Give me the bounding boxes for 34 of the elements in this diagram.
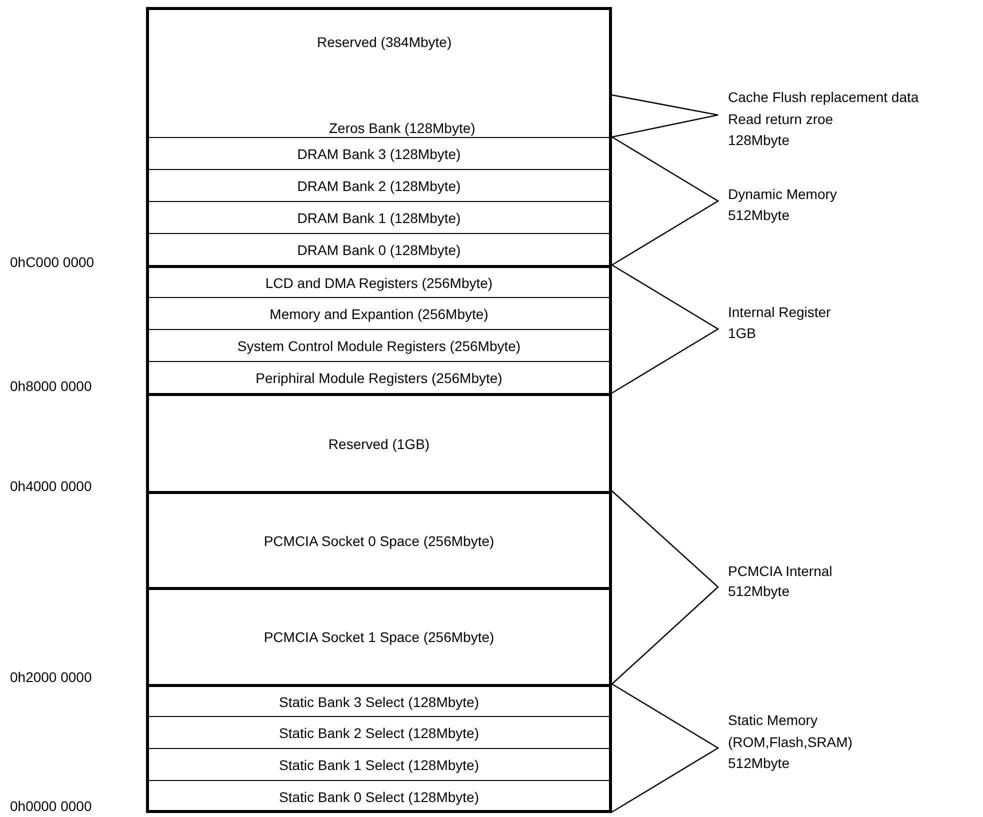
bracket-label: Internal Register xyxy=(728,303,831,321)
region-label: Periphiral Module Registers (256Mbyte) xyxy=(256,370,502,386)
address-label: 0hC000 0000 xyxy=(10,253,94,271)
bracket-label: Cache Flush replacement data xyxy=(728,88,919,106)
address-label: 0h8000 0000 xyxy=(10,377,92,395)
region-label: DRAM Bank 2 (128Mbyte) xyxy=(297,178,461,194)
bracket-label: 512Mbyte xyxy=(728,754,790,772)
address-label: 0h4000 0000 xyxy=(10,477,92,495)
region-label: LCD and DMA Registers (256Mbyte) xyxy=(265,274,493,290)
bracket-label: Static Memory xyxy=(728,711,818,729)
bracket-label: Dynamic Memory xyxy=(728,185,837,203)
region-label: System Control Module Registers (256Mbyte) xyxy=(237,338,521,354)
region-label: PCMCIA Socket 0 Space (256Mbyte) xyxy=(264,532,494,548)
region-label: Static Bank 0 Select (128Mbyte) xyxy=(279,788,479,804)
bracket-label: 1GB xyxy=(728,324,756,342)
region-label: Zeros Bank (128Mbyte) xyxy=(329,120,476,136)
region-label: Static Bank 1 Select (128Mbyte) xyxy=(279,756,479,772)
region-label: Static Bank 2 Select (128Mbyte) xyxy=(279,724,479,740)
region-label: Memory and Expantion (256Mbyte) xyxy=(270,306,488,322)
region-label: PCMCIA Socket 1 Space (256Mbyte) xyxy=(264,629,494,645)
region-label: Reserved (1GB) xyxy=(328,436,430,452)
bracket-label: 512Mbyte xyxy=(728,582,790,600)
region-label: Reserved (384Mbyte) xyxy=(317,34,452,50)
bracket-label: 128Mbyte xyxy=(728,131,790,149)
bracket-label: (ROM,Flash,SRAM) xyxy=(728,733,852,751)
address-label: 0h2000 0000 xyxy=(10,668,92,686)
region-label: DRAM Bank 0 (128Mbyte) xyxy=(297,242,461,258)
region-label: Static Bank 3 Select (128Mbyte) xyxy=(279,694,479,710)
bracket-label: Read return zroe xyxy=(728,110,834,128)
bracket-label: PCMCIA Internal xyxy=(728,562,832,580)
bracket-label: 512Mbyte xyxy=(728,206,790,224)
address-label: 0h0000 0000 xyxy=(10,797,92,815)
region-label: DRAM Bank 3 (128Mbyte) xyxy=(297,146,461,162)
region-label: DRAM Bank 1 (128Mbyte) xyxy=(297,210,461,226)
